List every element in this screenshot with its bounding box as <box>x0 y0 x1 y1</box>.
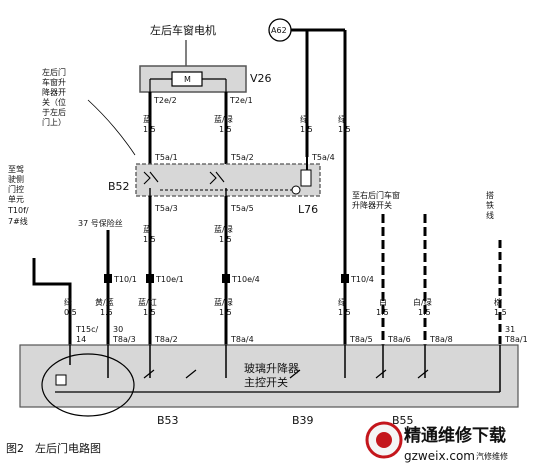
connector-a62-label: A62 <box>271 26 287 35</box>
switch-b52-label: B52 <box>108 180 130 193</box>
pin-label: T8a/6 <box>387 335 411 344</box>
wire-color: 绿 <box>64 298 72 307</box>
pin-label: 14 <box>76 335 86 344</box>
wire-color-green: 绿 <box>338 115 346 124</box>
annotation-left-switch: 车窗升 <box>42 77 66 87</box>
switch-contacts <box>143 369 429 379</box>
pin-label: T8a/3 <box>112 335 136 344</box>
pin-t5a2: T5a/2 <box>230 153 254 162</box>
wire-color-blue: 蓝 <box>143 224 151 234</box>
wire-color: 黄/蓝 <box>95 297 114 307</box>
connector-mark <box>104 274 112 283</box>
wire-color-bluegreen: 蓝/绿 <box>214 224 233 234</box>
pin-t10-4: T10/4 <box>350 275 374 284</box>
annotation-left-switch: 左后门 <box>42 67 66 77</box>
lamp-icon <box>291 185 301 195</box>
wire-size: 1.5 <box>219 308 232 317</box>
wire-driver-green <box>32 258 72 345</box>
annotation-driver: 驶侧 <box>8 174 24 184</box>
motor-symbol-glyph: M <box>184 75 191 84</box>
pin-t5a4: T5a/4 <box>311 153 335 162</box>
pin-t10e-1: T10e/1 <box>155 275 184 284</box>
annotation-driver: T10f/ <box>7 206 29 215</box>
wire-size: 1.5 <box>219 235 232 244</box>
switch-contacts <box>143 171 225 185</box>
wire-size: 1.5 <box>100 308 113 317</box>
annotation-leader <box>87 99 136 156</box>
pin-t10-1: T10/1 <box>113 275 137 284</box>
wire-size: 1.5 <box>219 125 232 134</box>
annotation-driver: 至驾 <box>8 164 24 174</box>
main-switch-label: 玻璃升降器 <box>244 361 299 375</box>
main-switch-label: 主控开关 <box>244 375 288 389</box>
motor-code: V26 <box>250 72 272 85</box>
annotation-left-switch: 关（位 <box>42 97 66 107</box>
pin-label: 31 <box>505 325 515 334</box>
pin-t5a3: T5a/3 <box>154 204 178 213</box>
wire-color: 蓝/绿 <box>214 297 233 307</box>
wire-color-bluegreen: 蓝/绿 <box>214 114 233 124</box>
wire-size: 1.5 <box>494 308 507 317</box>
wire-size: 0.5 <box>64 308 77 317</box>
pin-label: 30 <box>113 325 123 334</box>
annotation-driver: 门控 <box>8 184 24 194</box>
pin-label: T8a/2 <box>154 335 178 344</box>
fuse-37-label: 37 号保险丝 <box>78 218 123 228</box>
watermark-url: gzweix.com <box>404 449 475 463</box>
wire-color: 蓝/红 <box>138 297 157 307</box>
wire-size: 1.5 <box>143 308 156 317</box>
lamp-l76-label: L76 <box>298 203 318 216</box>
pin-label: T8a/8 <box>429 335 453 344</box>
wire-size: 1.5 <box>338 308 351 317</box>
annotation-right: 升降器开关 <box>352 200 392 210</box>
watermark-sub: 汽修维修 <box>476 451 508 461</box>
annotation-left-switch: 降器开 <box>42 87 66 97</box>
wire-size: 1.5 <box>376 308 389 317</box>
annotation-ground: 铁 <box>486 200 494 210</box>
wire-size: 1.5 <box>338 125 351 134</box>
lamp-resistor <box>300 169 312 187</box>
connector-mark <box>341 274 349 283</box>
b39-label: B39 <box>292 414 314 427</box>
pin-t2e1: T2e/1 <box>229 96 253 105</box>
pin-t2e2: T2e/2 <box>153 96 177 105</box>
pin-t10e-4: T10e/4 <box>231 275 260 284</box>
wire-size: 1.5 <box>418 308 431 317</box>
b53-label: B53 <box>157 414 179 427</box>
pin-t5a1: T5a/1 <box>154 153 178 162</box>
annotation-left-switch: 门上） <box>42 117 66 127</box>
wire-size: 1.5 <box>143 235 156 244</box>
wire-color: 白/绿 <box>413 297 432 307</box>
wire-size: 1.5 <box>143 125 156 134</box>
wire-color: 绿 <box>338 298 346 307</box>
watermark-title: 精通维修下载 <box>404 425 506 446</box>
highlight-ellipse <box>41 353 135 417</box>
connector-mark <box>146 274 154 283</box>
annotation-right: 至右后门车窗 <box>352 190 400 200</box>
switch-b52-box <box>135 163 321 197</box>
wire-size: 1.5 <box>300 125 313 134</box>
watermark: 精通维修下载 gzweix.com 汽修维修 <box>365 421 508 463</box>
annotation-driver: 7#线 <box>8 216 28 226</box>
annotation-left-switch: 于左后 <box>42 107 66 117</box>
wire-color-green: 绿 <box>300 115 308 124</box>
motor-title: 左后车窗电机 <box>150 23 216 37</box>
connector-mark <box>222 274 230 283</box>
pin-label: T8a/1 <box>504 335 528 344</box>
pin-label: T8a/5 <box>349 335 373 344</box>
wire-color: 棕 <box>494 297 502 307</box>
annotation-driver: 单元 <box>8 194 24 204</box>
annotation-ground: 线 <box>486 210 494 220</box>
wire-color-blue: 蓝 <box>143 114 151 124</box>
annotation-ground: 搭 <box>486 190 494 200</box>
pin-label: T15c/ <box>75 325 98 334</box>
pin-t5a5: T5a/5 <box>230 204 254 213</box>
pin-label: T8a/4 <box>230 335 254 344</box>
b55-label: B55 <box>392 414 414 427</box>
wire-color: 白 <box>379 297 387 307</box>
motor-symbol <box>171 71 203 87</box>
figure-caption: 图2 左后门电路图 <box>6 441 101 455</box>
